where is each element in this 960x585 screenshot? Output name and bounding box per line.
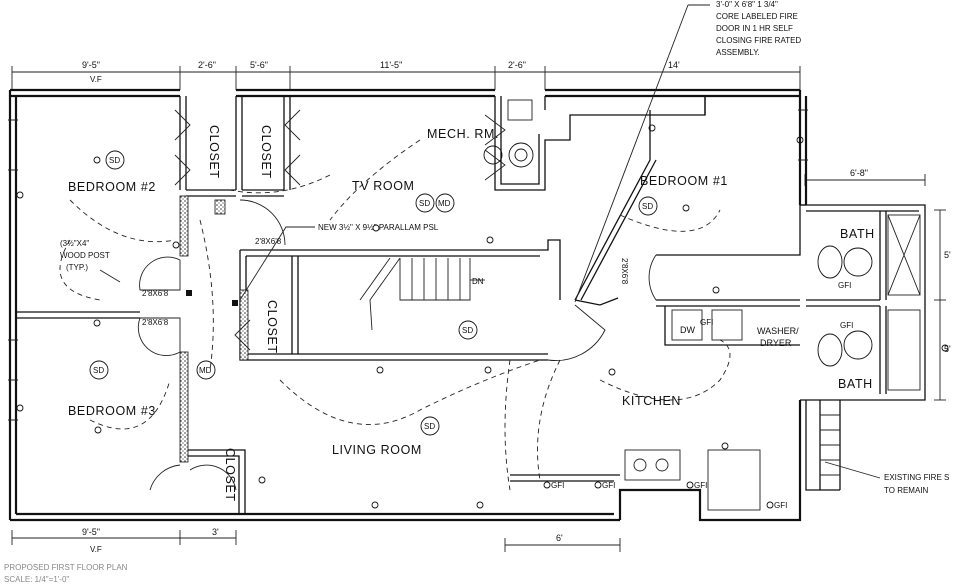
note-gfi-6: GFI bbox=[840, 321, 853, 330]
top-dimension-line: 9'-5" V.F 2'-6" 5'-6" 11'-5" 2'-6" 14' bbox=[11, 60, 801, 90]
note-md-2: MD bbox=[438, 199, 451, 208]
note-post-2: WOOD POST bbox=[60, 251, 110, 260]
note-sd-1: SD bbox=[109, 156, 120, 165]
room-kitchen: KITCHEN bbox=[622, 394, 681, 408]
note-fire-door-4: CLOSING FIRE RATED bbox=[716, 36, 801, 45]
room-dw-label: DW bbox=[680, 325, 695, 335]
dim-right-5a: 5' bbox=[944, 250, 951, 260]
drawing-title: PROPOSED FIRST FLOOR PLAN bbox=[4, 563, 128, 572]
note-door-d: 2'8X6'8 bbox=[620, 258, 629, 285]
room-closet-4: CLOSET bbox=[223, 448, 237, 502]
note-md-1: MD bbox=[199, 366, 212, 375]
note-gfi-2: GFI bbox=[602, 481, 615, 490]
note-door-a: 2'8X6'8 bbox=[142, 289, 169, 298]
dim-top-4: 11'-5" bbox=[380, 60, 402, 70]
dim-bottom-1-sub: V.F bbox=[90, 545, 102, 554]
dim-top-3: 5'-6" bbox=[250, 60, 268, 70]
note-gfi-1: GFI bbox=[551, 481, 564, 490]
note-post-1: (3½"X4" bbox=[60, 239, 89, 248]
room-tv-room: TV ROOM bbox=[352, 179, 415, 193]
note-fire-door-1: 3'-0" X 6'8" 1 3/4" bbox=[716, 0, 778, 9]
note-fire-stair-1: EXISTING FIRE S bbox=[884, 473, 949, 482]
note-sd-6: SD bbox=[642, 202, 653, 211]
room-bedroom-1: BEDROOM #1 bbox=[640, 174, 728, 188]
note-sd-4: SD bbox=[462, 326, 473, 335]
room-living-room: LIVING ROOM bbox=[332, 443, 422, 457]
note-parallam: NEW 3½" X 9½" PARALLAM PSL bbox=[318, 223, 439, 232]
dim-top-1-sub: V.F bbox=[90, 75, 102, 84]
note-sd-5: SD bbox=[424, 422, 435, 431]
room-bedroom-2: BEDROOM #2 bbox=[68, 180, 156, 194]
room-bedroom-3: BEDROOM #3 bbox=[68, 404, 156, 418]
dim-bottom-2: 3' bbox=[212, 527, 219, 537]
dim-top-1: 9'-5" bbox=[82, 60, 100, 70]
room-bath-upper: BATH bbox=[840, 227, 875, 241]
note-sd-2: SD bbox=[93, 366, 104, 375]
room-closet-3: CLOSET bbox=[265, 300, 279, 354]
note-sd-3: SD bbox=[419, 199, 430, 208]
note-fire-door-5: ASSEMBLY. bbox=[716, 48, 760, 57]
dim-top-5: 2'-6" bbox=[508, 60, 526, 70]
dim-top-6: 14' bbox=[668, 60, 680, 70]
room-washer-label: WASHER/ bbox=[757, 326, 799, 336]
note-gfi-3: GFI bbox=[694, 481, 707, 490]
room-bath-lower: BATH bbox=[838, 377, 873, 391]
note-post-3: (TYP.) bbox=[66, 263, 88, 272]
electrical-symbols bbox=[16, 124, 949, 509]
dim-bottom-3: 6' bbox=[556, 533, 563, 543]
room-dryer-label: DRYER bbox=[760, 338, 792, 348]
note-door-c: 2'8X6'8 bbox=[255, 237, 282, 246]
note-door-b: 2'8X6'8 bbox=[142, 318, 169, 327]
note-fire-door-3: DOOR IN 1 HR SELF bbox=[716, 24, 793, 33]
drawing-scale: SCALE: 1/4"=1'-0" bbox=[4, 575, 69, 584]
note-stair-dn: DN bbox=[472, 277, 484, 286]
note-gfi-5: GFI bbox=[838, 281, 851, 290]
exterior-walls bbox=[8, 88, 840, 522]
note-fire-stair-2: TO REMAIN bbox=[884, 486, 929, 495]
leader-lines bbox=[99, 4, 881, 479]
room-closet-2: CLOSET bbox=[259, 125, 273, 179]
interior-walls bbox=[16, 96, 926, 514]
dim-top-2: 2'-6" bbox=[198, 60, 216, 70]
note-gfi-7: GFI bbox=[700, 318, 713, 327]
note-gfi-4: GFI bbox=[774, 501, 787, 510]
doors bbox=[137, 109, 657, 491]
dim-right-bath: 6'-8" bbox=[850, 168, 868, 178]
dim-bottom-1: 9'-5" bbox=[82, 527, 100, 537]
note-fire-door-2: CORE LABELED FIRE bbox=[716, 12, 798, 21]
room-mech-room: MECH. RM. bbox=[427, 127, 499, 141]
room-closet-1: CLOSET bbox=[207, 125, 221, 179]
bottom-dimension-line: 9'-5" V.F 3' 6' bbox=[11, 527, 621, 554]
